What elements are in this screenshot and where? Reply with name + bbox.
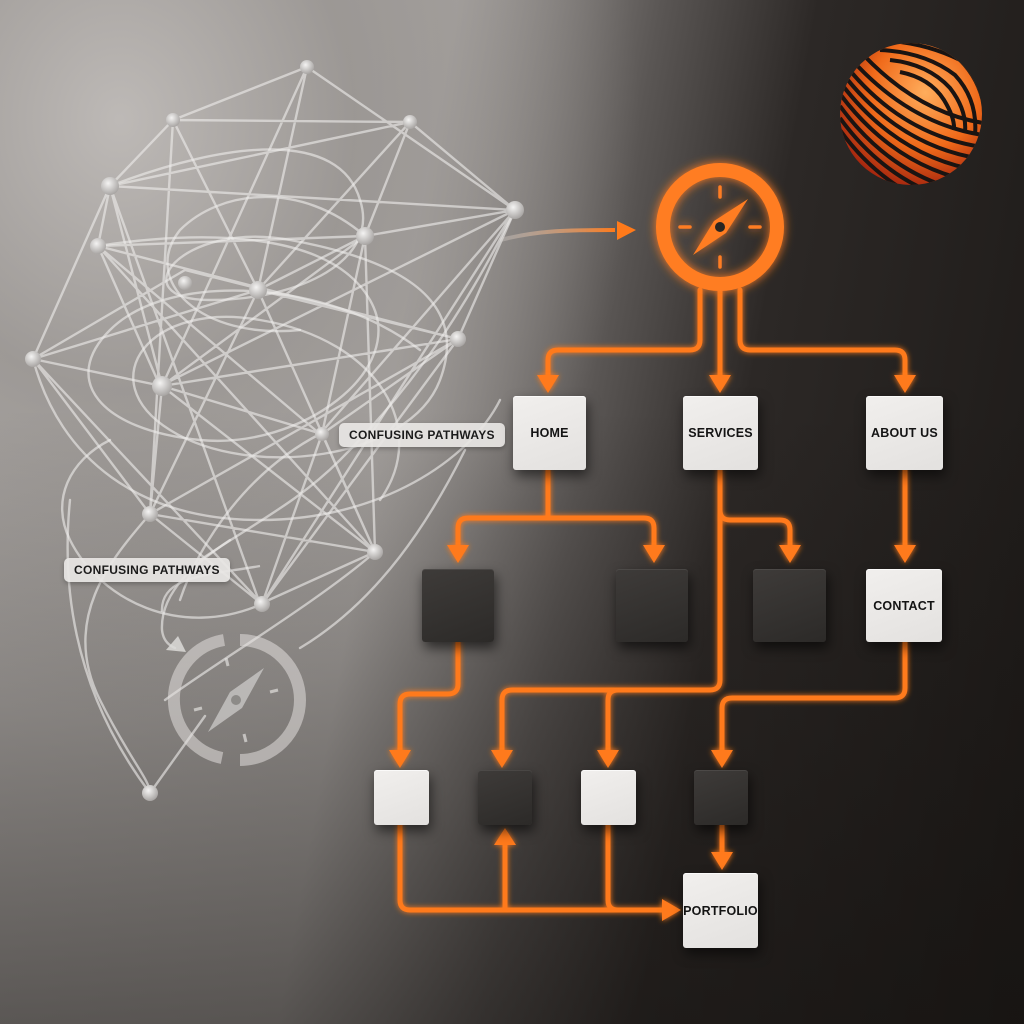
node-about-us[interactable]: ABOUT US (866, 396, 943, 470)
node-home-child-1[interactable] (422, 569, 494, 642)
node-home[interactable]: HOME (513, 396, 586, 470)
node-contact[interactable]: CONTACT (866, 569, 942, 642)
node-leaf-2[interactable] (478, 770, 532, 825)
node-leaf-1[interactable] (374, 770, 429, 825)
node-home-child-2[interactable] (616, 569, 688, 642)
node-leaf-4[interactable] (694, 770, 748, 825)
node-services-child[interactable] (753, 569, 826, 642)
confusing-pathways-label-2: CONFUSING PATHWAYS (64, 558, 230, 582)
confusing-pathways-label-1: CONFUSING PATHWAYS (339, 423, 505, 447)
node-portfolio[interactable]: PORTFOLIO (683, 873, 758, 948)
node-services[interactable]: SERVICES (683, 396, 758, 470)
node-leaf-3[interactable] (581, 770, 636, 825)
